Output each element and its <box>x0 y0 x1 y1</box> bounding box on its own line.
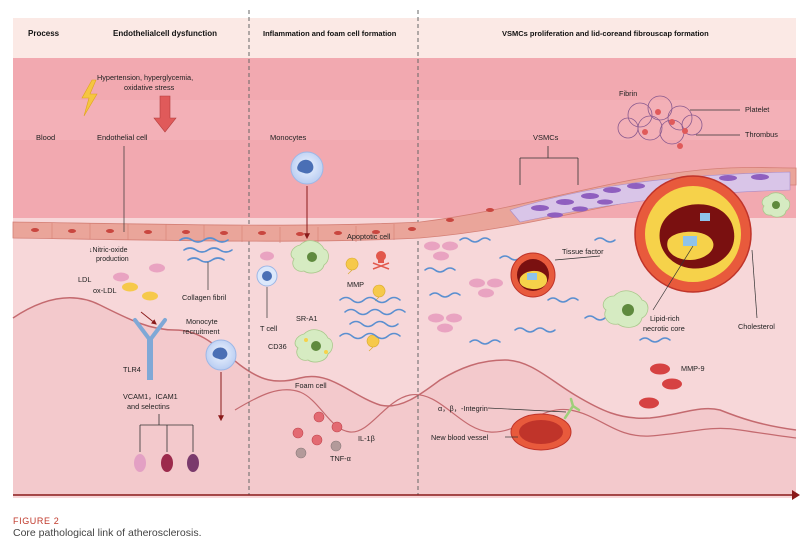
platelet-icons <box>642 109 688 149</box>
platelet-label: Platelet <box>745 105 769 114</box>
mmp-pacman-icon <box>345 257 386 352</box>
lipid-pointer <box>652 245 694 311</box>
skull-icon <box>372 251 390 270</box>
ldl-particle <box>113 272 129 282</box>
bottom-axis-arrow <box>792 490 800 500</box>
tissue-factor-label: Tissue factor <box>562 247 604 256</box>
media-wave <box>12 297 797 431</box>
il-1b-label: IL-1β <box>358 434 375 443</box>
vsmcs-label: VSMCs <box>533 133 559 142</box>
ldl-label: LDL <box>78 275 91 284</box>
monocyte-recruitment-line1: Monocyte <box>186 317 218 326</box>
new-blood-vessel <box>510 397 581 451</box>
atherosclerosis-figure: Process Endothelialcell dysfunction Infl… <box>12 10 800 500</box>
ldl-clusters <box>424 241 503 333</box>
endothelial-cell-borders <box>51 223 395 243</box>
vsmcs-bracket <box>519 146 579 185</box>
foam-cell <box>602 290 649 328</box>
ldl-particle <box>149 263 165 273</box>
cholesterol-pointer <box>751 249 758 319</box>
lipid-label-line1: Lipid-rich <box>650 314 680 323</box>
small-plaque <box>510 252 556 298</box>
lipid-label-line2: necrotic core <box>643 324 685 333</box>
vcam-label-line1: VCAM1，ICAM1 <box>123 392 178 401</box>
foam-cell-label: Foam cell <box>295 381 327 390</box>
integrin-label: α，β，-Integrin <box>438 404 488 413</box>
adventitia-wave <box>234 389 797 439</box>
cd36-label: CD36 <box>268 342 287 351</box>
mmp9-label: MMP-9 <box>681 364 705 373</box>
lightning-icon <box>81 79 98 117</box>
macrophage-cell <box>290 240 329 274</box>
integrin-pointer <box>487 407 567 413</box>
nitric-label-line1: ↓Nitric-oxide <box>89 247 128 254</box>
header-process: Process <box>28 29 60 38</box>
collagen-fibril-label: Collagen fibril <box>182 293 227 302</box>
nitric-label-line2: production <box>96 256 129 263</box>
collagen-fibrils-stage2 <box>339 296 406 340</box>
figure-label: FIGURE 2 <box>13 516 60 526</box>
cytokine-dots <box>292 411 343 459</box>
blood-label: Blood <box>36 133 55 142</box>
blood-band-light <box>13 100 796 140</box>
tlr4-label: TLR4 <box>123 365 141 374</box>
mmp9-cells <box>639 363 682 409</box>
t-cell <box>256 251 278 318</box>
ox-ldl-label: ox-LDL <box>93 286 117 295</box>
foam-cell <box>761 192 791 218</box>
header-stage-1: Endothelialcell dysfunction <box>113 29 217 38</box>
large-plaque <box>634 175 752 293</box>
hypertension-label-line2: oxidative stress <box>124 83 175 92</box>
cholesterol-label: Cholesterol <box>738 322 775 331</box>
tlr4-receptor-icon <box>133 318 167 380</box>
apoptotic-cell-label: Apoptotic cell <box>347 232 391 241</box>
header-band <box>13 18 796 58</box>
new-blood-vessel-label: New blood vessel <box>431 433 489 442</box>
adhesion-molecule <box>187 454 199 472</box>
thrombus-label: Thrombus <box>745 130 778 139</box>
ox-ldl-particle <box>142 291 158 301</box>
monocyte-cell <box>290 151 324 185</box>
endothelial-nuclei <box>31 208 494 236</box>
fibrin-label: Fibrin <box>619 89 637 98</box>
mmp-label: MMP <box>347 280 364 289</box>
vcam-label-line2: and selectins <box>127 402 170 411</box>
monocyte-cell <box>205 339 237 371</box>
ox-ldl-particle <box>122 282 138 292</box>
monocyte-recruitment-line2: recruitment <box>183 327 220 336</box>
selectin-bracket <box>139 414 194 452</box>
down-arrow-icon <box>153 95 177 133</box>
monocytes-label: Monocytes <box>270 133 307 142</box>
ox-ldl-arrow <box>140 311 157 325</box>
sr-a1-label: SR-A1 <box>296 314 318 323</box>
adhesion-molecule <box>161 454 173 472</box>
t-cell-label: T cell <box>260 324 278 333</box>
tissue-factor-pointer <box>554 255 601 261</box>
header-stage-3: VSMCs proliferation and lid-coreand fibr… <box>502 29 709 38</box>
figure-caption: Core pathological link of atherosclerosi… <box>13 527 202 539</box>
hypertension-label-line1: Hypertension, hyperglycemia, <box>97 73 193 82</box>
collagen-fibril <box>179 237 233 263</box>
header-stage-2: Inflammation and foam cell formation <box>263 29 397 38</box>
tnf-a-label: TNF-α <box>330 454 352 463</box>
adhesion-molecule <box>134 454 146 472</box>
foam-cell <box>294 329 333 363</box>
endothelial-cell-label: Endothelial cell <box>97 133 148 142</box>
